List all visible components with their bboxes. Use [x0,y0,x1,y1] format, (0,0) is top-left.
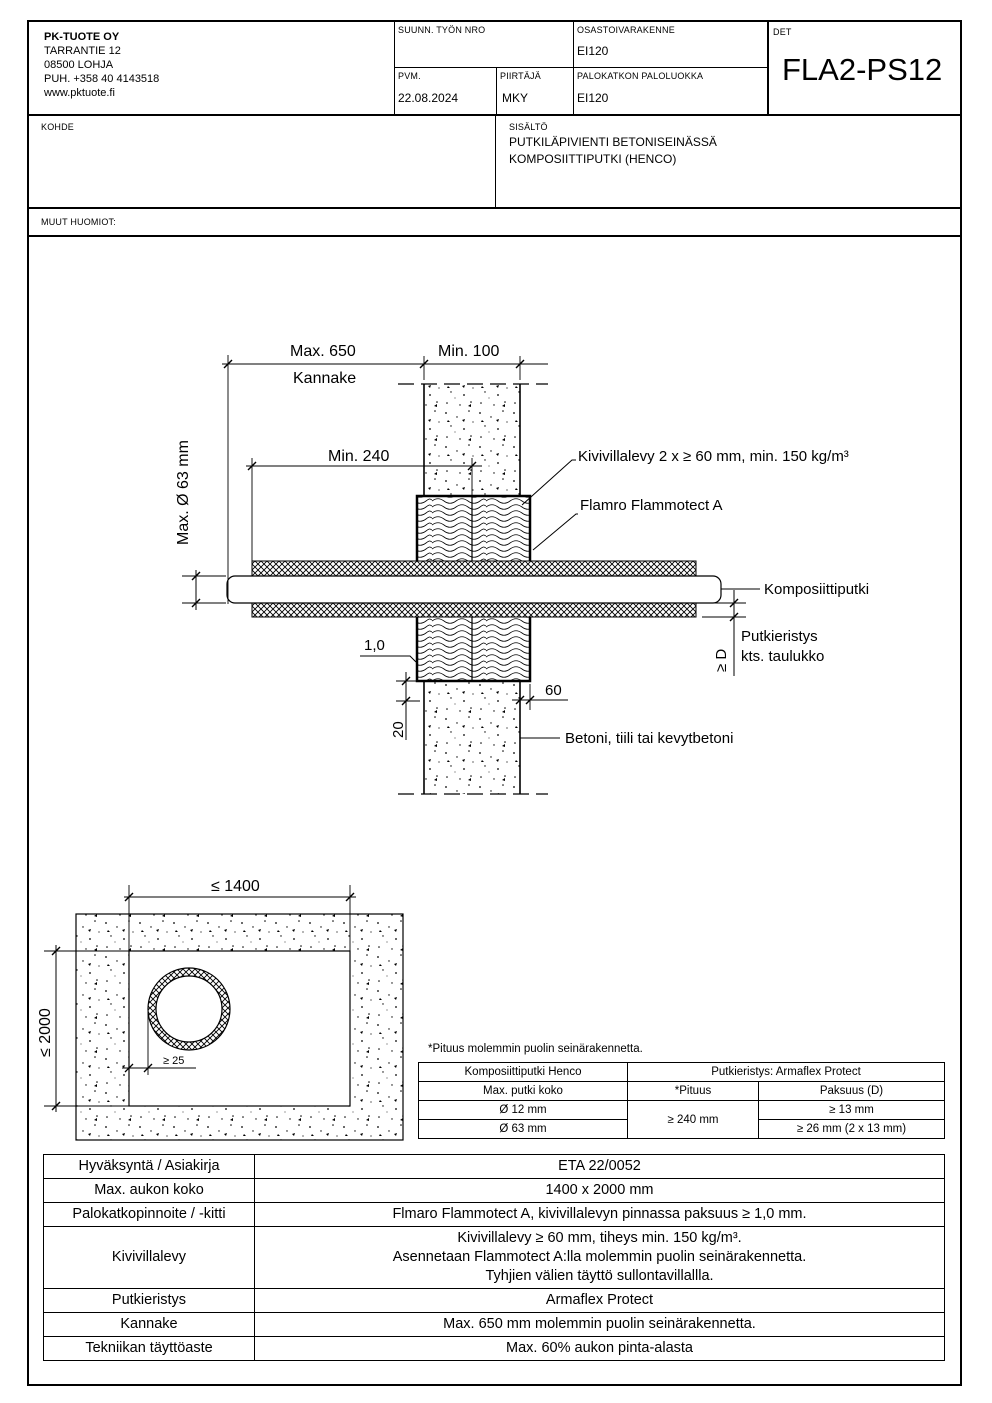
row-value: Kivivillalevy ≥ 60 mm, tiheys min. 150 k… [254,1226,945,1289]
dim-d: ≥ D [713,649,730,672]
dim-min240: Min. 240 [328,448,389,465]
company-web: www.pktuote.fi [44,87,115,99]
row-value: Max. 650 mm molemmin puolin seinärakenne… [254,1312,945,1337]
sisalto-line1: PUTKILÄPIVIENTI BETONISEINÄSSÄ [509,135,717,149]
company-info: PK-TUOTE OY TARRANTIE 12 08500 LOHJA PUH… [44,30,159,100]
sisalto-line2: KOMPOSIITTIPUTKI (HENCO) [509,152,677,166]
osasto-value: EI120 [577,44,609,58]
spec-sub-pituus: *Pituus [627,1081,759,1101]
det-label: DET [773,27,792,37]
spec-note: *Pituus molemmin puolin seinärakennetta. [428,1043,643,1055]
dim-max650: Max. 650 [290,343,356,360]
spec-head-left: Komposiittiputki Henco [418,1062,628,1082]
pvm-value: 22.08.2024 [398,91,459,105]
company-name: PK-TUOTE OY [44,31,120,43]
table-row: Max. aukon koko 1400 x 2000 mm [43,1178,945,1203]
dim-60: 60 [545,682,562,699]
palo-label: PALOKATKON PALOLUOKKA [577,71,704,81]
osasto-label: OSASTOIVARAKENNE [577,25,675,35]
spec-pituus-value: ≥ 240 mm [627,1100,759,1139]
row-value: Max. 60% aukon pinta-alasta [254,1336,945,1361]
muut-label: MUUT HUOMIOT: [41,217,116,227]
spec-row1-koko: Ø 12 mm [418,1100,628,1120]
dim-max63: Max. Ø 63 mm [175,440,192,545]
label-betoni: Betoni, tiili tai kevytbetoni [565,730,733,747]
row-label: Kivivillalevy [43,1226,255,1289]
spec-row1-paksuus: ≥ 13 mm [758,1100,945,1120]
palo-value: EI120 [577,91,609,105]
piirtaja-value: MKY [502,91,529,105]
company-phone: PUH. +358 40 4143518 [44,73,160,85]
piirtaja-label: PIIRTÄJÄ [500,71,541,81]
row-value: ETA 22/0052 [254,1154,945,1179]
row-value-line: Asennetaan Flammotect A:lla molemmin puo… [392,1249,807,1265]
company-street: TARRANTIE 12 [44,45,121,57]
sisalto-label: SISÄLTÖ [509,122,548,132]
row-value: Flmaro Flammotect A, kivivillalevyn pinn… [254,1202,945,1227]
spec-row2-paksuus: ≥ 26 mm (2 x 13 mm) [758,1119,945,1139]
label-kivivilla: Kivivillalevy 2 x ≥ 60 mm, min. 150 kg/m… [578,448,849,465]
row-value-line: Kivivillalevy ≥ 60 mm, tiheys min. 150 k… [457,1230,742,1246]
suunn-label: SUUNN. TYÖN NRO [398,25,486,35]
main-table: Hyväksyntä / Asiakirja ETA 22/0052 Max. … [43,1154,945,1361]
row-value-line: Tyhjien välien täyttö sullontavillallla. [485,1268,714,1284]
row-label: Palokatkopinnoite / -kitti [43,1202,255,1227]
label-flamro: Flamro Flammotect A [580,497,723,514]
row-label: Max. aukon koko [43,1178,255,1203]
pipe-section [155,975,223,1043]
det-value: FLA2-PS12 [782,52,943,87]
row-label: Tekniikan täyttöaste [43,1336,255,1361]
technical-drawings: Max. 650 Kannake Min. 100 Min. 240 Max. … [37,343,869,1141]
table-row: Palokatkopinnoite / -kitti Flmaro Flammo… [43,1202,945,1227]
label-eristys1: Putkieristys [741,628,818,645]
pvm-label: PVM. [398,71,421,81]
table-row: Putkieristys Armaflex Protect [43,1288,945,1313]
spec-sub-koko: Max. putki koko [418,1081,628,1101]
label-eristys2: kts. taulukko [741,648,824,665]
row-label: Putkieristys [43,1288,255,1313]
table-row: Kivivillalevy Kivivillalevy ≥ 60 mm, tih… [43,1226,945,1289]
spec-head-right: Putkieristys: Armaflex Protect [627,1062,945,1082]
row-value: 1400 x 2000 mm [254,1178,945,1203]
row-label: Kannake [43,1312,255,1337]
spec-sub-paksuus: Paksuus (D) [758,1081,945,1101]
dim-height: ≤ 2000 [37,1008,54,1057]
spec-row2-koko: Ø 63 mm [418,1119,628,1139]
label-putki: Komposiittiputki [764,581,869,598]
table-row: Tekniikan täyttöaste Max. 60% aukon pint… [43,1336,945,1361]
dim-gap: ≥ 25 [163,1055,184,1067]
row-label: Hyväksyntä / Asiakirja [43,1154,255,1179]
drawing-sheet [27,20,962,1386]
dim-width: ≤ 1400 [211,878,260,895]
dim-10: 1,0 [364,637,385,654]
composite-pipe [226,575,722,604]
table-row: Kannake Max. 650 mm molemmin puolin sein… [43,1312,945,1337]
table-row: Hyväksyntä / Asiakirja ETA 22/0052 [43,1154,945,1179]
label-kannake: Kannake [293,370,356,387]
company-postal: 08500 LOHJA [44,59,114,71]
elevation-drawing: ≤ 1400 ≤ 2000 ≥ 25 [37,878,404,1141]
row-value: Armaflex Protect [254,1288,945,1313]
kohde-label: KOHDE [41,122,75,132]
dim-20: 20 [390,721,407,738]
dim-min100: Min. 100 [438,343,499,360]
spec-table: Komposiittiputki Henco Putkieristys: Arm… [418,1062,945,1139]
section-drawing: Max. 650 Kannake Min. 100 Min. 240 Max. … [175,343,869,795]
